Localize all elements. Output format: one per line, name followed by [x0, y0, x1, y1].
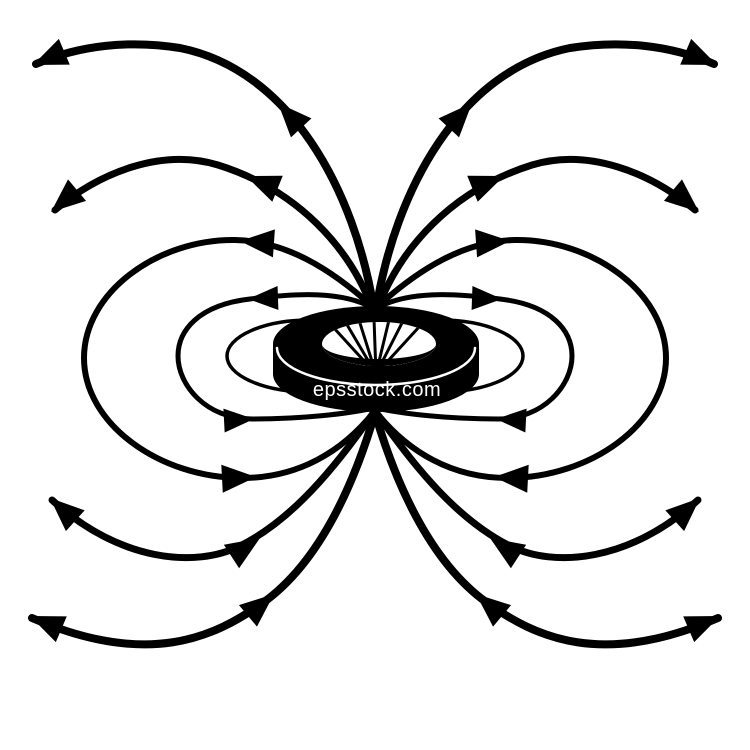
ring-magnet: epsstock.com: [273, 306, 479, 412]
arrowhead-icon: [238, 594, 274, 627]
arrowhead-icon: [246, 175, 283, 202]
magnet-highlight: [275, 346, 477, 387]
arrowhead-icon: [223, 538, 260, 569]
field-line-top-outer: [32, 40, 378, 314]
arrowhead-icon: [223, 408, 254, 433]
arrowhead-icon: [50, 498, 85, 532]
field-lines-left-half: [28, 38, 395, 649]
diagram-root: epsstock.com: [28, 38, 726, 649]
watermark-text: epsstock.com: [313, 379, 441, 401]
arrowhead-icon: [278, 103, 312, 138]
field-loop-middle: [175, 292, 377, 422]
arrowhead-icon: [248, 285, 279, 310]
arrowhead-icon: [33, 38, 70, 65]
hole-field-lines: [322, 322, 436, 366]
arrowhead-icon: [240, 229, 275, 258]
arrowhead-icon: [221, 464, 256, 493]
arrowhead-icon: [30, 616, 67, 643]
magnet-inner-wall: [322, 344, 436, 366]
field-line-top-inner: [51, 155, 377, 314]
arrowhead-icon: [51, 179, 87, 212]
